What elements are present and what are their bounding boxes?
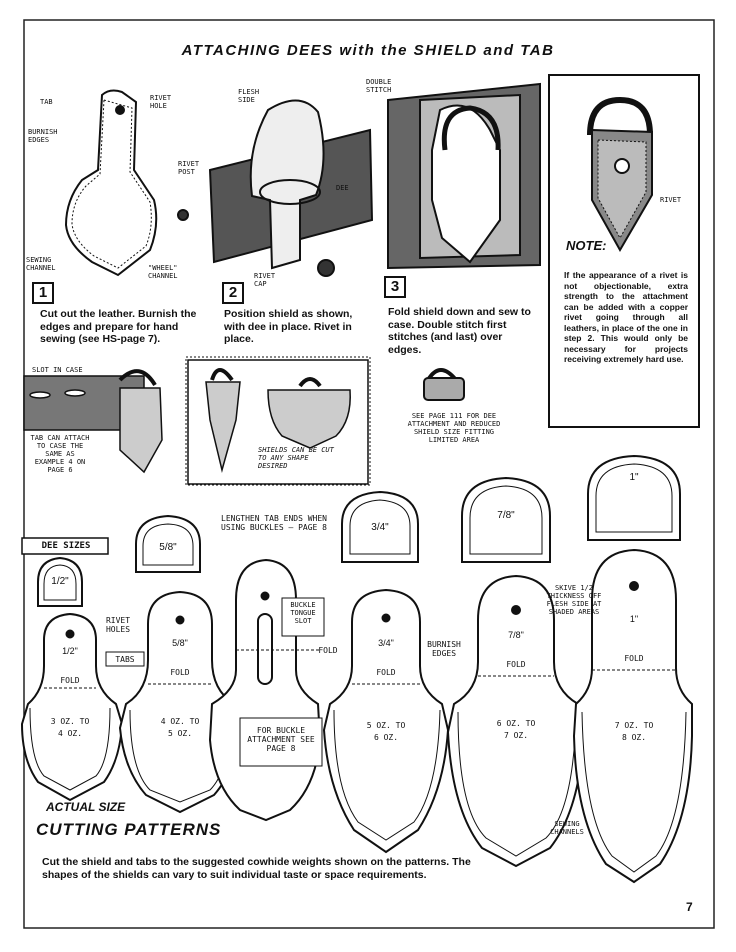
burnish-edges-label: BURNISH EDGES: [427, 640, 461, 658]
label-rivet-hole: RIVET HOLE: [150, 94, 172, 110]
note-rivet-label: RIVET: [660, 196, 682, 204]
dee-size-3: 3/4": [371, 522, 389, 533]
step-3-number: 3: [384, 276, 406, 298]
weight-3: 5 oz. TO 6 oz.: [366, 721, 406, 742]
shield-illustration-1: [64, 89, 158, 277]
width-3: 3/4": [378, 638, 394, 648]
weight-5: 7 oz. TO 8 oz.: [614, 721, 654, 742]
dee-size-2: 5/8": [159, 542, 177, 553]
step-1-number: 1: [32, 282, 54, 304]
shields-shape-note: SHIELDS CAN BE CUT TO ANY SHAPE DESIRED: [258, 446, 334, 470]
label-rivet-post: RIVET POST: [178, 160, 200, 176]
label-double-stitch: DOUBLE STITCH: [366, 78, 392, 94]
weight-4: 6 oz. TO 7 oz.: [496, 719, 536, 740]
tabs-label: TABS: [115, 655, 135, 664]
slot-illustration: [23, 369, 163, 474]
dee-size-5: 1": [629, 472, 639, 483]
fold-label-2: FOLD: [170, 668, 190, 677]
fold-label-3: FOLD: [318, 646, 338, 655]
width-2: 5/8": [172, 638, 188, 648]
shields-examples: [187, 359, 369, 485]
note-box: [548, 74, 700, 428]
label-rivet-cap: RIVET CAP: [254, 272, 276, 288]
shield-illustration-3: [387, 82, 541, 270]
note-rivet-illustration: [587, 96, 653, 253]
weight-1: 3 oz. TO 4 oz.: [50, 717, 90, 738]
buckle-slot-label: BUCKLE TONGUE SLOT: [290, 601, 316, 625]
skive-note: SKIVE 1/2 THICKNESS OFF FLESH SIDE AT SH…: [546, 584, 602, 616]
label-tab: TAB: [40, 98, 53, 106]
note-title: NOTE:: [566, 238, 607, 253]
fold-label-1: FOLD: [60, 676, 80, 685]
label-flesh-side: FLESH SIDE: [238, 88, 260, 104]
step-1-text: Cut out the leather. Burnish the edges a…: [40, 308, 197, 345]
buckle-attachment-note: FOR BUCKLE ATTACHMENT SEE PAGE 8: [247, 726, 315, 753]
lengthen-tab-note: LENGTHEN TAB ENDS WHEN USING BUCKLES – P…: [221, 514, 327, 532]
cutting-patterns-title: CUTTING PATTERNS: [36, 820, 222, 839]
fold-lines: [44, 649, 676, 689]
label-wheel-channel: "WHEEL" CHANNEL: [148, 264, 178, 280]
label-burnish-edges: BURNISH EDGES: [28, 128, 58, 144]
small-dee-illustration: [423, 368, 465, 401]
actual-size-label: ACTUAL SIZE: [46, 800, 126, 814]
dee-size-4: 7/8": [497, 510, 515, 521]
shield-illustration-2: [177, 99, 374, 277]
dee-size-1: 1/2": [51, 576, 69, 587]
step-3-text: Fold shield down and sew to case. Double…: [388, 306, 531, 356]
width-5: 1": [629, 614, 639, 624]
step-2-number: 2: [222, 282, 244, 304]
page-number: 7: [686, 900, 693, 914]
see-page-note: SEE PAGE 111 FOR DEE ATTACHMENT AND REDU…: [407, 412, 501, 444]
cutting-patterns-description: Cut the shield and tabs to the suggested…: [42, 856, 471, 881]
label-dee: DEE: [336, 184, 349, 192]
dee-outlines: [37, 454, 681, 607]
fold-label-4: FOLD: [376, 668, 396, 677]
dee-sizes-label: DEE SIZES: [41, 541, 91, 551]
weight-2: 4 oz. TO 5 oz.: [160, 717, 200, 738]
width-4: 7/8": [508, 630, 524, 640]
tab-attach-note: TAB CAN ATTACH TO CASE THE SAME AS EXAMP…: [30, 434, 90, 474]
fold-label-5: FOLD: [506, 660, 526, 669]
page-title: ATTACHING DEES with the SHIELD and TAB: [181, 42, 555, 59]
note-text: If the appearance of a rivet is not obje…: [564, 270, 688, 364]
step-2-text: Position shield as shown, with dee in pl…: [224, 308, 353, 345]
fold-label-6: FOLD: [624, 654, 644, 663]
width-1: 1/2": [62, 646, 78, 656]
rivet-holes-label: RIVET HOLES: [105, 616, 131, 634]
label-sewing-channel: SEWING CHANNEL: [26, 256, 56, 272]
label-slot-in-case: SLOT IN CASE: [32, 366, 83, 374]
sewing-channels-label: SEWING CHANNELS: [550, 820, 584, 836]
